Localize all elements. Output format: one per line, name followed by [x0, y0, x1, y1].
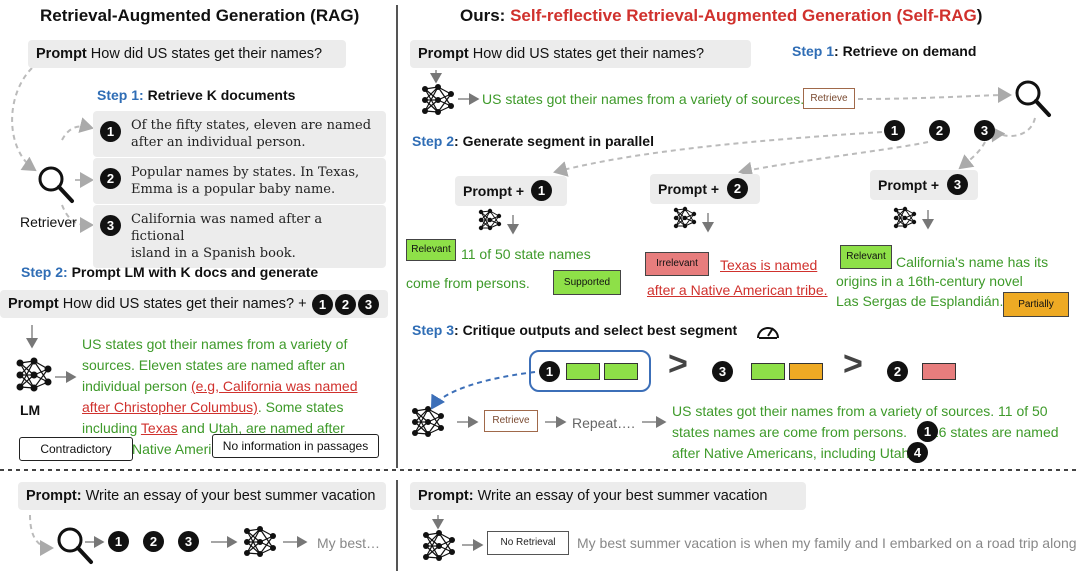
segment-2-line1: Texas is named: [720, 257, 818, 273]
right-bottom-prompt: Prompt: Write an essay of your best summ…: [410, 482, 806, 510]
neural-network-icon: [16, 357, 52, 392]
greater-than-1: >: [668, 345, 688, 383]
right-gen1: US states got their names from a variety…: [482, 91, 805, 107]
neural-network-icon-bottom: [244, 526, 276, 557]
rank2-partially-box: [789, 363, 823, 380]
segment-prompt-2: Prompt + 2: [650, 174, 760, 204]
rank-num-2: 2: [887, 361, 908, 382]
segment-prompt-3: Prompt + 3: [870, 170, 978, 200]
retrieved-num-1: 1: [884, 120, 905, 141]
segment-3-line2: origins in a 16th-century novel: [836, 273, 1023, 289]
bottom-num-3: 3: [178, 531, 199, 552]
retrieve-token-2: Retrieve: [484, 410, 538, 432]
rank-num-3: 3: [712, 361, 733, 382]
final-num-1: 1: [917, 421, 938, 442]
neural-network-icon-r3: [423, 530, 455, 561]
neural-network-icon-s1: [478, 208, 502, 231]
final-output: US states got their names from a variety…: [672, 403, 1059, 461]
num-badge-1: 1: [312, 294, 333, 315]
rank2-relevant-box: [751, 363, 785, 380]
segment-3-line1: California's name has its: [896, 254, 1049, 270]
left-bottom-output: My best…: [317, 535, 381, 551]
num-badge-2: 2: [335, 294, 356, 315]
retrieve-token: Retrieve: [803, 88, 855, 109]
rank3-irrelevant-box: [922, 363, 956, 380]
greater-than-2: >: [843, 345, 863, 383]
segment-1-line1: 11 of 50 state names: [461, 246, 591, 262]
right-step1: Step 1: Retrieve on demand: [792, 43, 977, 59]
retrieved-num-3: 3: [974, 120, 995, 141]
gauge-icon: [757, 327, 779, 339]
segment-prompt-1: Prompt + 1: [455, 176, 567, 206]
best-segment-group: [529, 350, 651, 392]
left-prompt: Prompt How did US states get their names…: [28, 40, 346, 68]
magnifier-icon: [38, 166, 74, 203]
segment-1-line2: come from persons.: [406, 275, 530, 291]
bottom-num-2: 2: [143, 531, 164, 552]
magnifier-icon-right: [1015, 80, 1051, 117]
doc-2: 2 Popular names by states. In Texas,Emma…: [93, 158, 386, 204]
supported-token: Supported: [553, 270, 621, 295]
retrieved-num-2: 2: [929, 120, 950, 141]
magnifier-icon-bottom: [57, 527, 93, 564]
neural-network-icon-r1: [422, 84, 454, 115]
final-num-4: 4: [907, 442, 928, 463]
neural-network-icon-s2: [673, 206, 697, 229]
neural-network-icon-s3: [893, 206, 917, 229]
right-step3: Step 3: Critique outputs and select best…: [412, 322, 738, 338]
lm-label: LM: [20, 402, 41, 418]
self-rag-title: Ours: Self-reflective Retrieval-Augmente…: [460, 6, 983, 25]
segment-2-line2: after a Native American tribe.: [647, 282, 828, 298]
relevant-token-1: Relevant: [406, 239, 456, 261]
repeat-label: Repeat….: [572, 415, 636, 431]
no-info-tag: No information in passages: [212, 434, 379, 458]
doc-3: 3 California was named after a fictional…: [93, 205, 386, 268]
irrelevant-token: Irrelevant: [645, 252, 709, 276]
contradictory-tag: Contradictory: [19, 437, 133, 461]
num-badge-3: 3: [358, 294, 379, 315]
right-step2: Step 2: Generate segment in parallel: [412, 133, 654, 149]
no-retrieval-token: No Retrieval: [487, 531, 569, 555]
partially-token: Partially: [1003, 292, 1069, 317]
rank1-supported-box: [604, 363, 638, 380]
left-step2: Step 2: Prompt LM with K docs and genera…: [21, 264, 319, 280]
left-bottom-prompt: Prompt: Write an essay of your best summ…: [18, 482, 386, 510]
right-bottom-output: My best summer vacation is when my famil…: [577, 535, 1080, 551]
rank1-relevant-box: [566, 363, 600, 380]
relevant-token-3: Relevant: [840, 245, 892, 269]
left-step1: Step 1: Retrieve K documents: [97, 87, 296, 103]
rank-num-1: 1: [539, 361, 560, 382]
retriever-label: Retriever: [20, 214, 77, 230]
bottom-num-1: 1: [108, 531, 129, 552]
rag-title: Retrieval-Augmented Generation (RAG): [40, 6, 360, 25]
segment-3-line3: Las Sergas de Esplandián.: [836, 293, 1004, 309]
right-prompt: Prompt How did US states get their names…: [410, 40, 751, 68]
neural-network-icon-r2: [412, 406, 444, 437]
